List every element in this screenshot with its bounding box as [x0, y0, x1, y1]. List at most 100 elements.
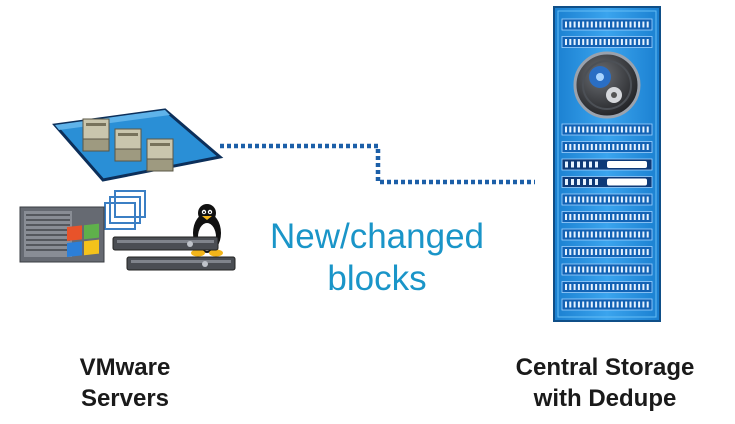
rack-unit-tick [608, 39, 610, 45]
rack-unit-tick [595, 39, 598, 45]
rack-unit-tick [577, 179, 580, 185]
rack-unit-tick [573, 284, 576, 290]
rack-unit-tick [638, 266, 641, 273]
rack-unit [561, 141, 653, 153]
rack-unit-tick [633, 301, 636, 308]
rack-unit-tick [582, 39, 585, 45]
rack-unit-tick [577, 39, 580, 45]
rack-unit-tick [586, 196, 589, 203]
rack-unit-tick [573, 21, 576, 28]
rack-unit-tick [569, 39, 572, 45]
rack-unit-tick [603, 214, 606, 220]
rack-unit-tick [565, 249, 567, 255]
rack-unit-tick [569, 21, 572, 28]
rack-unit-tick [565, 196, 567, 203]
rack-unit-tick [565, 39, 567, 45]
rack-unit-tick [625, 284, 628, 290]
rack-unit-tick [603, 231, 606, 238]
rack-unit-tick [612, 39, 615, 45]
rack-unit-tick [582, 21, 585, 28]
rack-unit-tick [620, 196, 623, 203]
rack-unit-tick [573, 266, 576, 273]
rack-unit-tick [633, 231, 636, 238]
rack-unit-tick [590, 144, 593, 150]
rack-unit-tick [608, 266, 610, 273]
rack-unit [561, 18, 653, 31]
rack-unit-tick [590, 231, 593, 238]
rack-unit-tick [589, 179, 592, 185]
rack-unit-tick [577, 161, 580, 168]
rack-unit-tick [569, 231, 572, 238]
rack-unit-tick [608, 21, 610, 28]
rack-unit [561, 123, 653, 136]
rack-unit-tick [595, 144, 598, 150]
rack-unit-tick [620, 284, 623, 290]
rack-unit-tick [612, 126, 615, 133]
rack-unit-tick [582, 144, 585, 150]
rack-unit-tick [573, 214, 576, 220]
drive-slot [607, 161, 647, 168]
rack-unit [561, 228, 653, 241]
rack-unit-tick [616, 284, 619, 290]
rack-unit-tick [633, 284, 636, 290]
rack-unit-tick [629, 231, 632, 238]
rack-unit [561, 246, 653, 258]
rack-unit-tick [612, 231, 615, 238]
rack-unit-tick [565, 144, 567, 150]
rack-unit-tick [586, 231, 589, 238]
rack-unit-tick [595, 161, 598, 168]
rack-unit-tick [569, 301, 572, 308]
rack-unit-tick [646, 266, 649, 273]
storage-rack-icon [553, 6, 661, 322]
rack-unit-tick [620, 21, 623, 28]
rack-unit-tick [590, 214, 593, 220]
rack-unit-tick [599, 301, 602, 308]
rack-unit-tick [620, 266, 623, 273]
rack-unit-tick [616, 231, 619, 238]
rack-unit-tick [625, 301, 628, 308]
rack-unit-tick [620, 301, 623, 308]
rack-unit-tick [608, 284, 610, 290]
rack-unit-tick [646, 284, 649, 290]
rack-unit-tick [608, 249, 610, 255]
rack-unit-tick [642, 21, 645, 28]
rack-unit-tick [625, 231, 628, 238]
rack-unit-tick [577, 21, 580, 28]
rack-unit-tick [577, 144, 580, 150]
rack-unit-tick [586, 284, 589, 290]
rack-unit-tick [582, 249, 585, 255]
rack-unit-tick [569, 249, 572, 255]
rack-unit-tick [569, 284, 572, 290]
rack-unit-tick [620, 214, 623, 220]
caption-central-storage: Central Storage with Dedupe [480, 352, 730, 414]
rack-unit-tick [577, 214, 580, 220]
rack-unit-tick [642, 39, 645, 45]
rack-unit-tick [603, 301, 606, 308]
rack-unit-tick [612, 196, 615, 203]
rack-unit-tick [582, 284, 585, 290]
rack-unit-tick [595, 284, 598, 290]
rack-unit-tick [565, 21, 567, 28]
rack-unit-tick [590, 39, 593, 45]
rack-unit-tick [612, 21, 615, 28]
rack-unit-tick [638, 126, 641, 133]
rack-unit-tick [642, 144, 645, 150]
rack-unit [561, 263, 653, 276]
rack-unit-tick [646, 231, 649, 238]
rack-unit-tick [571, 161, 574, 168]
rack-unit-tick [599, 21, 602, 28]
rack-unit-tick [638, 144, 641, 150]
rack-unit-tick [565, 301, 567, 308]
rack-unit-tick [625, 126, 628, 133]
flow-label: New/changed blocks [232, 216, 522, 300]
rack-unit-tick [586, 21, 589, 28]
rack-unit [561, 281, 653, 293]
rack-unit-tick [608, 126, 610, 133]
rack-unit-tick [586, 39, 589, 45]
rack-unit-tick [571, 179, 574, 185]
rack-unit-tick [625, 214, 628, 220]
rack-unit-tick [633, 39, 636, 45]
rack-unit-tick [573, 39, 576, 45]
rack-unit-tick [625, 266, 628, 273]
drive-slot [607, 178, 647, 186]
